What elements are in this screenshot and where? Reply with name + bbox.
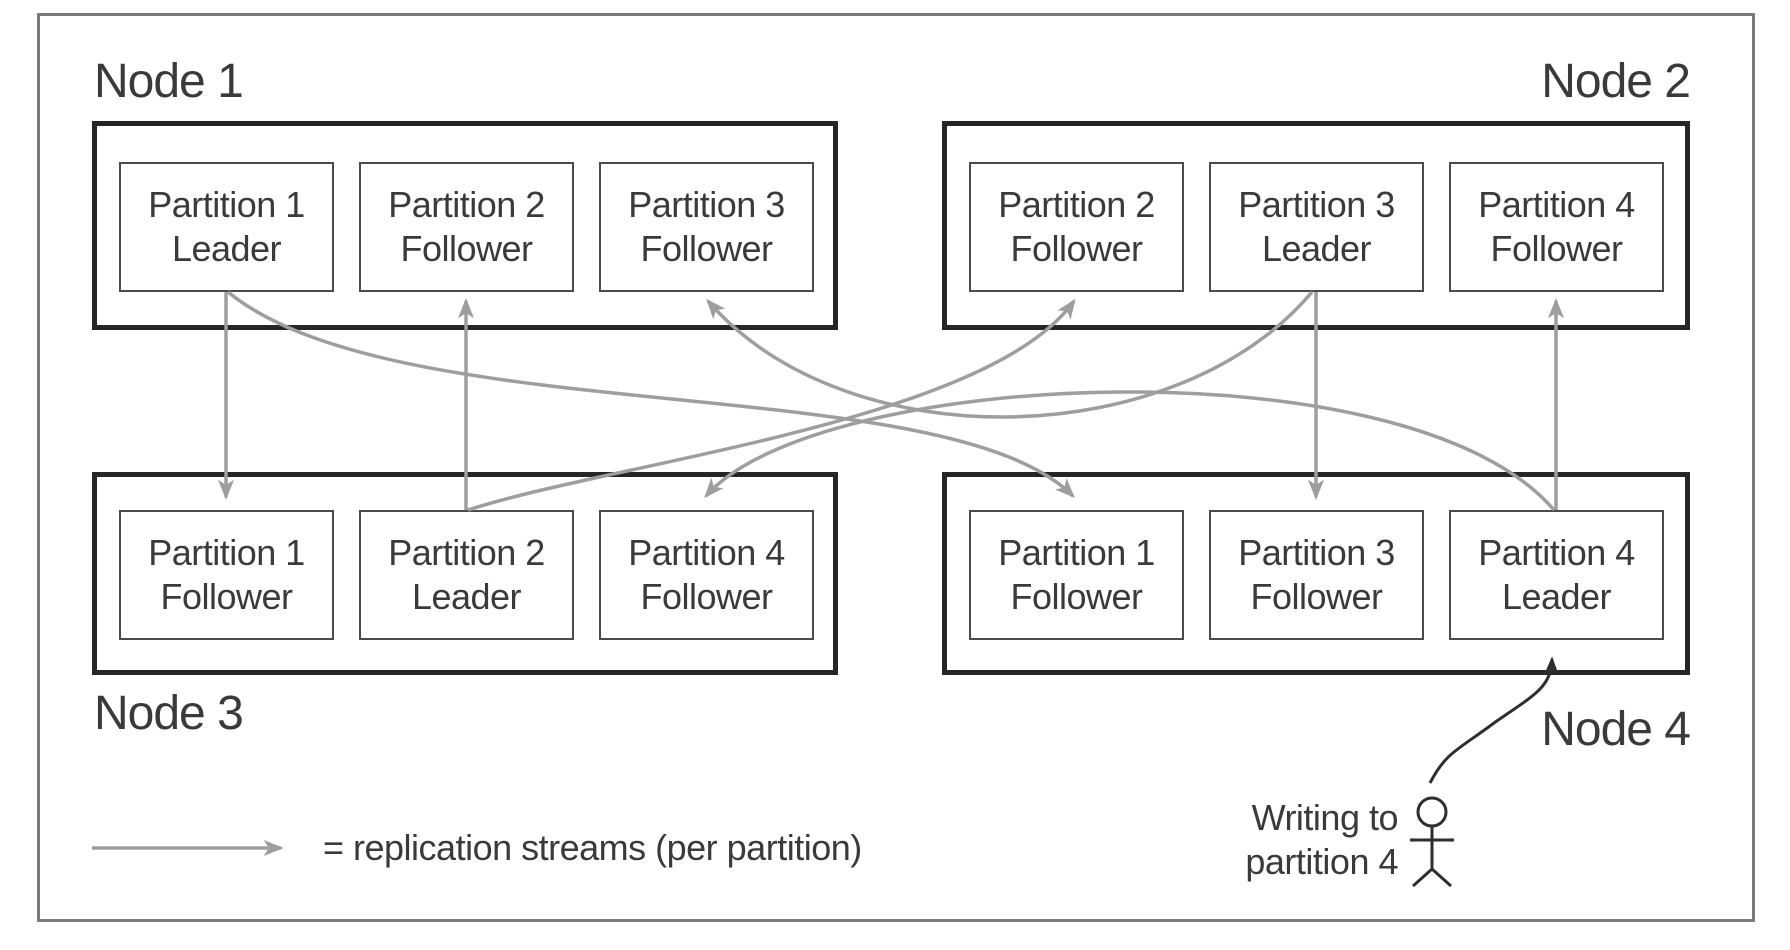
node-4-box: Partition 1 Follower Partition 3 Followe… (942, 472, 1690, 675)
legend-text: = replication streams (per partition) (323, 827, 862, 868)
partition-line2: Follower (160, 576, 293, 617)
partition-line1: Partition 3 (1238, 532, 1395, 573)
node-1-label: Node 1 (94, 55, 244, 108)
partition-box-node1-p2-follower: Partition 2 Follower (359, 162, 574, 292)
partition-line2: Follower (1490, 228, 1623, 269)
partition-line2: Leader (1261, 228, 1372, 269)
node-2-label: Node 2 (1541, 55, 1691, 108)
node-2-box: Partition 2 Follower Partition 3 Leader … (942, 121, 1690, 330)
node-3-box: Partition 1 Follower Partition 2 Leader … (92, 472, 838, 675)
client-write-label-line2: partition 4 (1245, 841, 1398, 882)
partition-line1: Partition 2 (388, 184, 545, 225)
partition-line1: Partition 2 (998, 184, 1155, 225)
partition-box-node3-p4-follower: Partition 4 Follower (599, 510, 814, 640)
partition-box-node3-p2-leader: Partition 2 Leader (359, 510, 574, 640)
partition-line1: Partition 1 (148, 184, 305, 225)
client-write-label-line1: Writing to (1251, 797, 1399, 838)
partition-box-node3-p1-follower: Partition 1 Follower (119, 510, 334, 640)
partition-line2: Leader (411, 576, 522, 617)
partition-line2: Follower (400, 228, 533, 269)
partition-line1: Partition 3 (1238, 184, 1395, 225)
client-write-label: Writing to partition 4 (1245, 796, 1398, 884)
node-3-label: Node 3 (94, 687, 244, 740)
partition-box-node4-p3-follower: Partition 3 Follower (1209, 510, 1424, 640)
partition-line1: Partition 4 (1478, 184, 1635, 225)
partition-line2: Follower (640, 228, 773, 269)
partition-line2: Leader (1501, 576, 1612, 617)
partition-box-node4-p1-follower: Partition 1 Follower (969, 510, 1184, 640)
partition-line1: Partition 1 (148, 532, 305, 573)
partition-line1: Partition 4 (628, 532, 785, 573)
partition-line1: Partition 2 (388, 532, 545, 573)
partition-box-node2-p4-follower: Partition 4 Follower (1449, 162, 1664, 292)
node-1-box: Partition 1 Leader Partition 2 Follower … (92, 121, 838, 330)
partition-box-node1-p1-leader: Partition 1 Leader (119, 162, 334, 292)
partition-line1: Partition 1 (998, 532, 1155, 573)
partition-line2: Leader (171, 228, 282, 269)
partition-box-node4-p4-leader: Partition 4 Leader (1449, 510, 1664, 640)
figure-frame (37, 13, 1755, 922)
partition-box-node2-p3-leader: Partition 3 Leader (1209, 162, 1424, 292)
partition-line1: Partition 4 (1478, 532, 1635, 573)
partition-box-node2-p2-follower: Partition 2 Follower (969, 162, 1184, 292)
partition-line2: Follower (1010, 576, 1143, 617)
partition-line2: Follower (640, 576, 773, 617)
partition-line1: Partition 3 (628, 184, 785, 225)
partition-line2: Follower (1010, 228, 1143, 269)
partition-box-node1-p3-follower: Partition 3 Follower (599, 162, 814, 292)
node-4-label: Node 4 (1541, 703, 1691, 756)
partition-line2: Follower (1250, 576, 1383, 617)
